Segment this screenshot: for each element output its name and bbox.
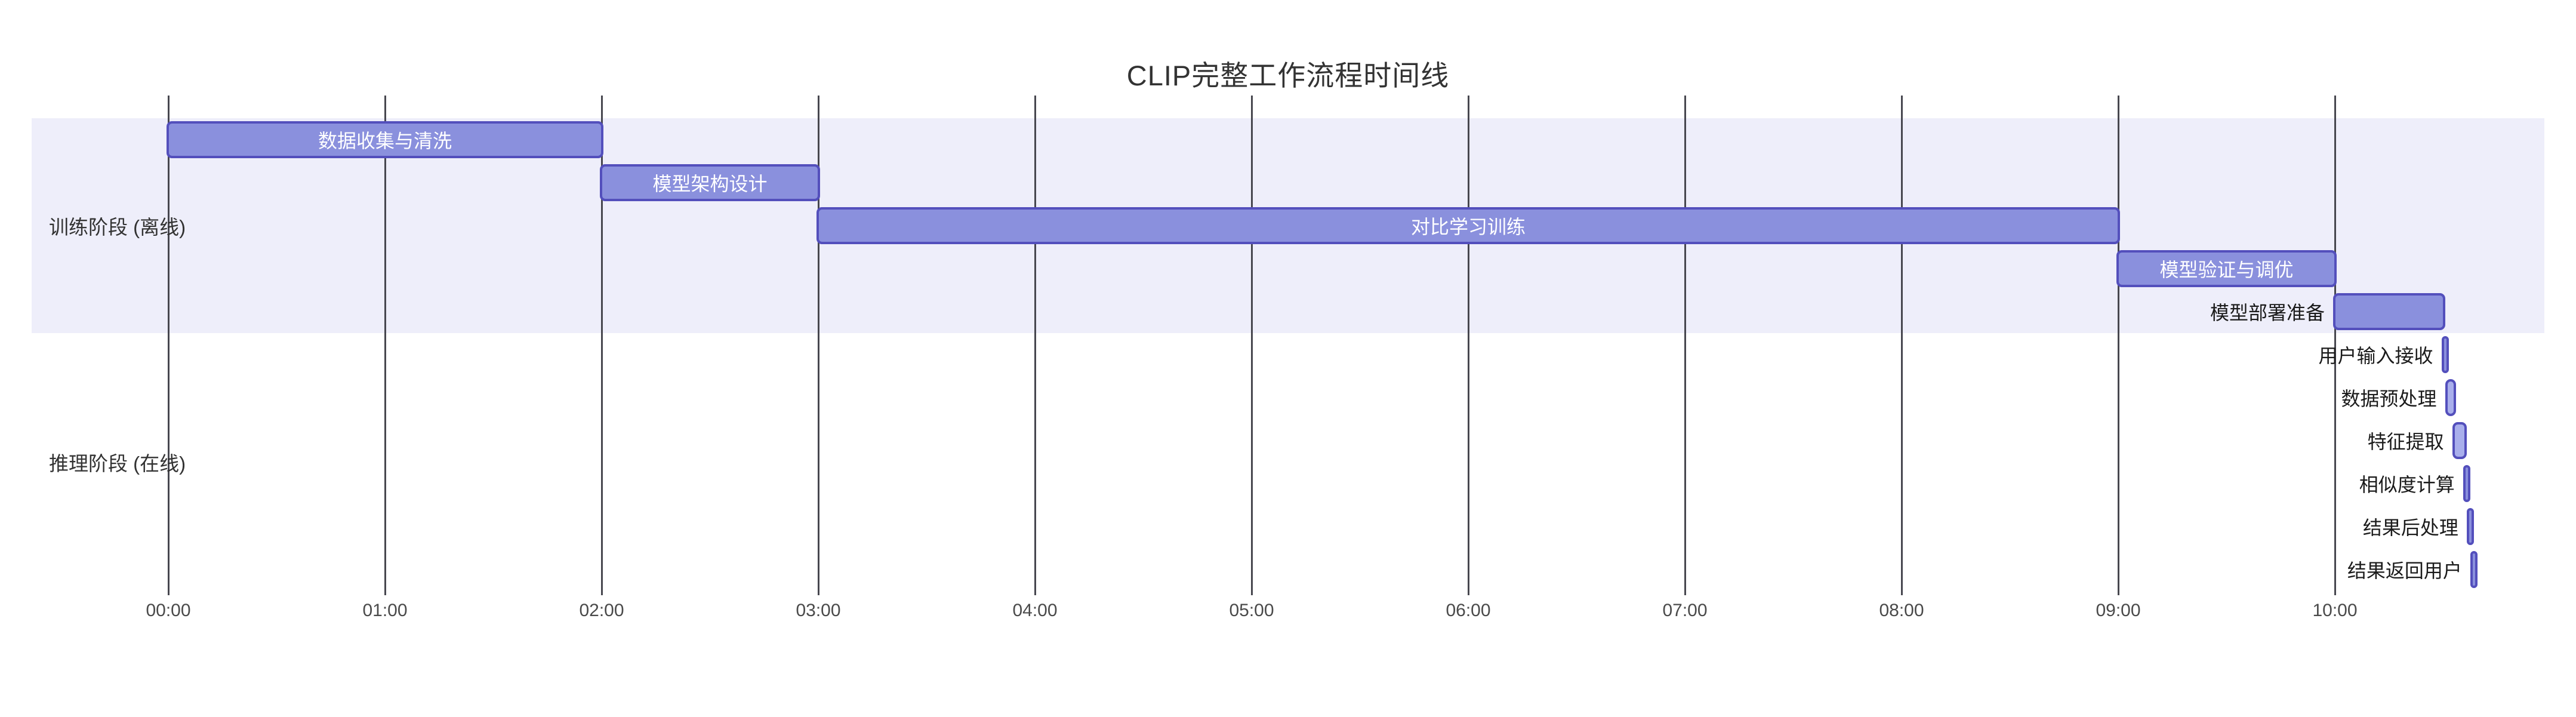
task-label: 对比学习训练: [1410, 216, 1526, 238]
task-bar: [2466, 508, 2474, 545]
axis-tick-label: 09:00: [2096, 601, 2141, 620]
task-bar: 对比学习训练: [816, 207, 2120, 244]
task-label: 用户输入接收: [2318, 345, 2433, 367]
axis-tick-label: 07:00: [1662, 601, 1708, 620]
axis-tick-label: 10:00: [2312, 601, 2358, 620]
grid-line: [600, 96, 603, 595]
section-label: 推理阶段 (在线): [49, 453, 186, 475]
task-bar: 模型验证与调优: [2116, 250, 2337, 287]
grid-line: [167, 96, 170, 595]
grid-line: [384, 96, 386, 595]
task-bar: 模型架构设计: [600, 164, 820, 201]
task-label: 模型验证与调优: [2159, 259, 2294, 281]
task-bar: [2463, 465, 2470, 502]
section-label: 训练阶段 (离线): [49, 216, 186, 238]
axis-tick-label: 03:00: [796, 601, 841, 620]
grid-line: [817, 96, 819, 595]
task-label: 数据收集与清洗: [318, 130, 452, 152]
axis-tick-label: 01:00: [362, 601, 408, 620]
axis-tick-label: 08:00: [1879, 601, 1924, 620]
grid-line: [2334, 96, 2336, 595]
grid-line: [1034, 96, 1036, 595]
grid-line: [1900, 96, 1903, 595]
task-label: 模型架构设计: [652, 173, 768, 195]
axis-tick-label: 00:00: [146, 601, 191, 620]
grid-line: [1250, 96, 1253, 595]
axis-tick-label: 05:00: [1229, 601, 1274, 620]
task-label: 相似度计算: [2359, 474, 2455, 496]
task-label: 结果返回用户: [2347, 560, 2462, 581]
task-label: 数据预处理: [2341, 388, 2437, 410]
task-label: 特征提取: [2367, 431, 2444, 453]
task-bar: [2470, 551, 2478, 588]
task-bar: [2452, 422, 2467, 459]
task-label: 结果后处理: [2362, 517, 2458, 538]
task-bar: [2333, 293, 2445, 330]
axis-tick-label: 06:00: [1446, 601, 1491, 620]
task-bar: [2441, 336, 2449, 373]
task-bar: 数据收集与清洗: [167, 121, 603, 158]
task-label: 模型部署准备: [2210, 302, 2325, 324]
task-bar: [2445, 379, 2456, 416]
axis-tick-label: 04:00: [1012, 601, 1058, 620]
grid-line: [1467, 96, 1469, 595]
grid-line: [2117, 96, 2119, 595]
grid-line: [1684, 96, 1686, 595]
chart-title: CLIP完整工作流程时间线: [1126, 60, 1450, 91]
axis-tick-label: 02:00: [579, 601, 624, 620]
